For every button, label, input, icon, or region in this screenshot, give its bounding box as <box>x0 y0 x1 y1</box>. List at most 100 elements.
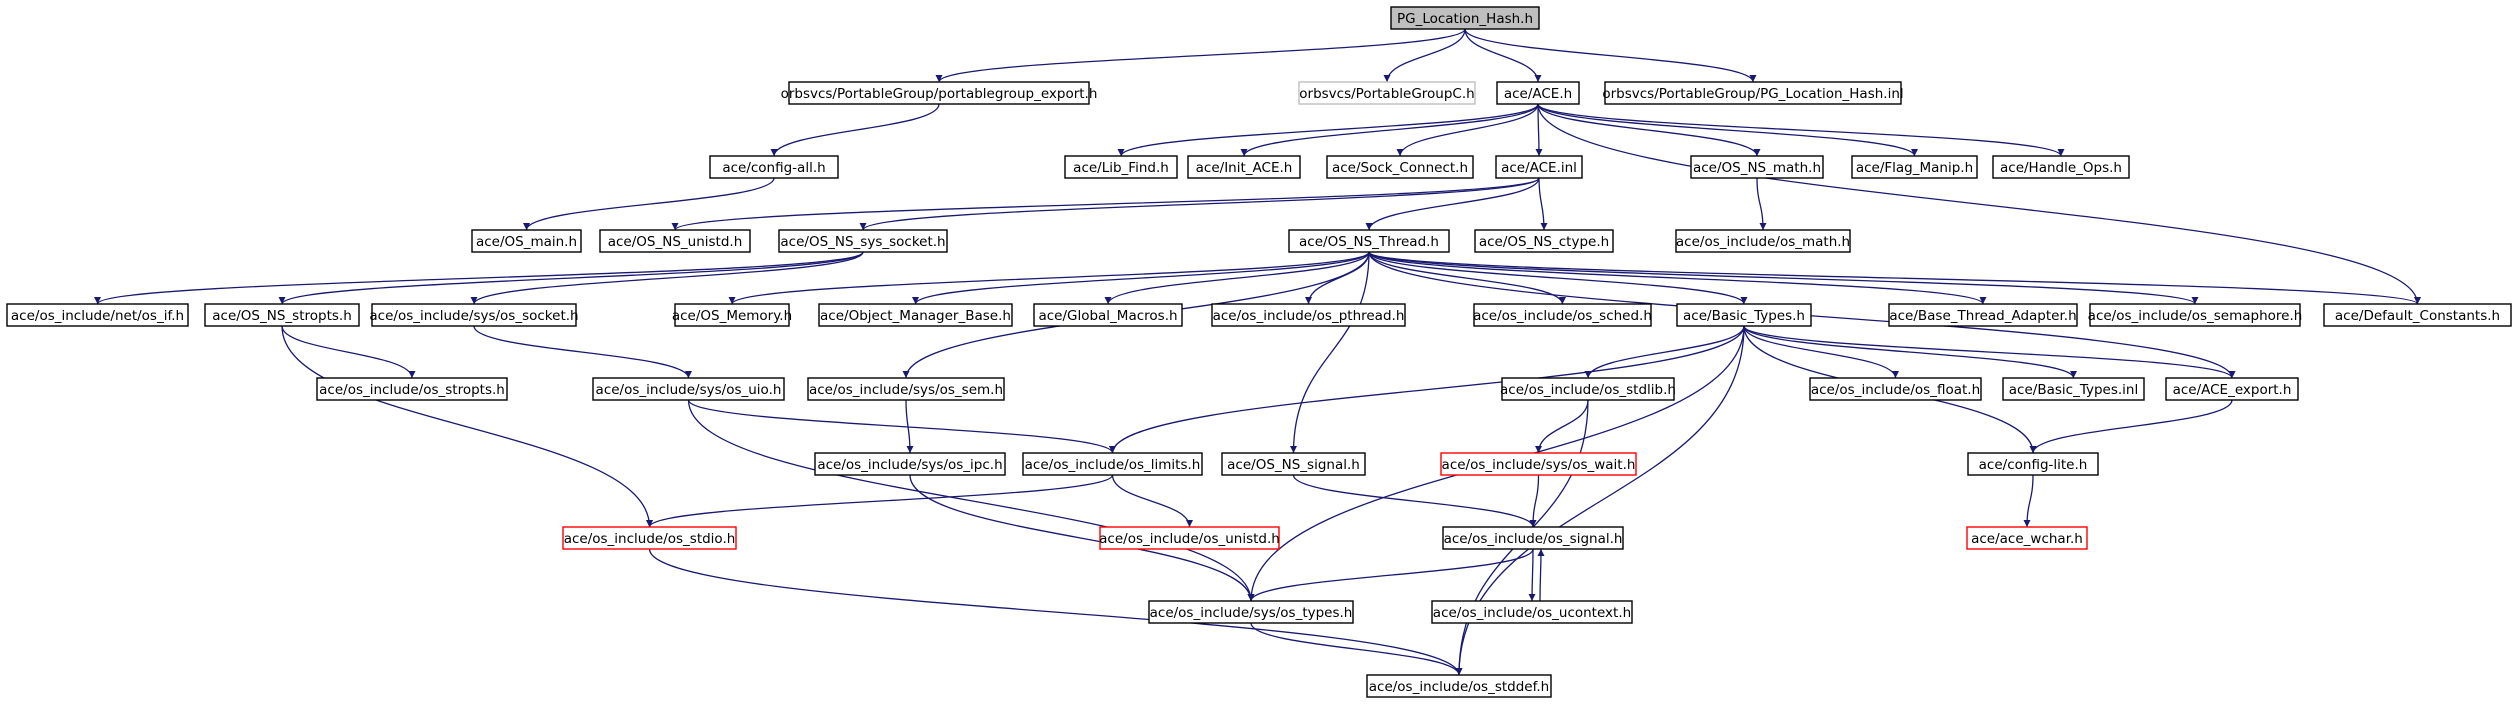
node-os-memory-h[interactable]: ace/OS_Memory.h <box>672 303 792 327</box>
node-label: ace/Default_Constants.h <box>2335 308 2500 324</box>
node-box <box>1966 526 2088 550</box>
dependency-edge <box>648 548 1463 676</box>
edge-os_ns_sys_socket_h-to-sys_os_socket_h <box>470 251 864 305</box>
edge-pg_location_hash_h-to-ace_h <box>1464 28 1542 83</box>
node-os-ns-signal-h[interactable]: ace/OS_NS_signal.h <box>1221 452 1366 476</box>
edge-os_ns_thread_h-to-os_pthread_h <box>1305 251 1370 305</box>
node-ace-export-h[interactable]: ace/ACE_export.h <box>2165 377 2299 401</box>
node-os-ns-sys-socket-h[interactable]: ace/OS_NS_sys_socket.h <box>778 229 948 253</box>
node-box <box>1442 526 1624 550</box>
node-ace-inl[interactable]: ace/ACE.inl <box>1495 155 1583 179</box>
node-box <box>1390 6 1540 30</box>
node-init-ace-h[interactable]: ace/Init_ACE.h <box>1187 155 1301 179</box>
dependency-edge <box>905 399 914 454</box>
node-sys-os-wait-h[interactable]: ace/os_include/sys/os_wait.h <box>1440 452 1637 476</box>
node-ace-wchar-h[interactable]: ace/ace_wchar.h <box>1966 526 2088 550</box>
node-ace-h[interactable]: ace/ACE.h <box>1496 81 1580 105</box>
node-box <box>1064 155 1178 179</box>
node-label: ace/Base_Thread_Adapter.h <box>1889 308 2076 324</box>
dependency-edge <box>728 251 1370 305</box>
node-label: ace/Init_ACE.h <box>1196 160 1293 176</box>
node-object-manager-base-h[interactable]: ace/Object_Manager_Base.h <box>818 303 1013 327</box>
dependency-edge <box>2023 474 2034 528</box>
edge-os_ns_thread_h-to-os_ns_signal_h <box>1290 251 1370 454</box>
node-config-lite-h[interactable]: ace/config-lite.h <box>1967 452 2099 476</box>
node-os-ns-stropts-h[interactable]: ace/OS_NS_stropts.h <box>204 303 360 327</box>
node-os-stdlib-h[interactable]: ace/os_include/os_stdlib.h <box>1500 377 1676 401</box>
edge-os_ns_thread_h-to-os_memory_h <box>728 251 1370 305</box>
node-config-all-h[interactable]: ace/config-all.h <box>709 155 839 179</box>
node-sys-os-ipc-h[interactable]: ace/os_include/sys/os_ipc.h <box>814 452 1006 476</box>
edge-os_ns_stropts_h-to-os_stropts_h <box>281 325 416 379</box>
node-os-stddef-h[interactable]: ace/os_include/os_stddef.h <box>1366 674 1552 698</box>
node-os-ns-thread-h[interactable]: ace/OS_NS_Thread.h <box>1288 229 1450 253</box>
edge-os_signal_h-to-os_ucontext_h <box>1528 548 1536 602</box>
node-box <box>1676 303 1812 327</box>
node-os-math-h[interactable]: ace/os_include/os_math.h <box>1675 229 1851 253</box>
node-basic-types-h[interactable]: ace/Basic_Types.h <box>1676 303 1812 327</box>
node-os-ns-math-h[interactable]: ace/OS_NS_math.h <box>1690 155 1824 179</box>
dependency-edge <box>770 103 940 157</box>
node-os-sched-h[interactable]: ace/os_include/os_sched.h <box>1473 303 1652 327</box>
node-label: ace/OS_NS_math.h <box>1693 160 1821 176</box>
node-os-pthread-h[interactable]: ace/os_include/os_pthread.h <box>1211 303 1406 327</box>
edge-ace_inl-to-os_ns_thread_h <box>1365 177 1540 231</box>
node-label: ace/os_include/sys/os_socket.h <box>369 308 578 324</box>
node-os-signal-h[interactable]: ace/os_include/os_signal.h <box>1442 526 1624 550</box>
dependency-edge <box>1528 548 1536 602</box>
dependency-edge <box>1743 325 2236 379</box>
node-os-float-h[interactable]: ace/os_include/os_float.h <box>1809 377 1982 401</box>
node-sys-os-types-h[interactable]: ace/os_include/sys/os_types.h <box>1148 600 1354 624</box>
node-portablegroup-export-h[interactable]: orbsvcs/PortableGroup/portablegroup_expo… <box>781 81 1098 105</box>
node-box <box>2002 377 2145 401</box>
node-box <box>1148 600 1354 624</box>
node-label: PG_Location_Hash.h <box>1397 11 1533 27</box>
edge-ace_export_h-to-config_lite_h <box>2029 399 2233 454</box>
edge-os_ns_thread_h-to-global_macros_h <box>1104 251 1370 305</box>
edge-os_ns_thread_h-to-basic_types_h <box>1368 251 1748 305</box>
node-os-semaphore-h[interactable]: ace/os_include/os_semaphore.h <box>2088 303 2303 327</box>
node-sys-os-sem-h[interactable]: ace/os_include/sys/os_sem.h <box>807 377 1005 401</box>
edge-os_signal_h-to-sys_os_types_h <box>1247 548 1534 602</box>
edge-pg_location_hash_h-to-portablegroupc_h <box>1383 28 1466 83</box>
edge-pg_location_hash_h-to-portablegroup_export_h <box>935 28 1466 83</box>
node-os-stdio-h[interactable]: ace/os_include/os_stdio.h <box>562 526 737 550</box>
dependency-edge <box>935 28 1466 83</box>
node-net-os-if-h[interactable]: ace/os_include/net/os_if.h <box>6 303 189 327</box>
edge-os_ns_thread_h-to-base_thread_adapter_h <box>1368 251 1987 305</box>
node-os-limits-h[interactable]: ace/os_include/os_limits.h <box>1022 452 1203 476</box>
node-os-unistd-h[interactable]: ace/os_include/os_unistd.h <box>1099 526 1280 550</box>
node-os-ns-ctype-h[interactable]: ace/OS_NS_ctype.h <box>1474 229 1614 253</box>
dependency-edge <box>1247 548 1534 602</box>
node-sys-os-socket-h[interactable]: ace/os_include/sys/os_socket.h <box>369 303 579 327</box>
node-box <box>1496 81 1580 105</box>
node-os-ns-unistd-h[interactable]: ace/OS_NS_unistd.h <box>599 229 751 253</box>
node-box <box>818 303 1013 327</box>
node-os-ucontext-h[interactable]: ace/os_include/os_ucontext.h <box>1431 600 1633 624</box>
dependency-edge <box>470 251 864 305</box>
node-default-constants-h[interactable]: ace/Default_Constants.h <box>2323 303 2512 327</box>
node-base-thread-adapter-h[interactable]: ace/Base_Thread_Adapter.h <box>1888 303 2078 327</box>
dependency-edge <box>1117 103 1539 157</box>
node-sock-connect-h[interactable]: ace/Sock_Connect.h <box>1326 155 1474 179</box>
node-sys-os-uio-h[interactable]: ace/os_include/sys/os_uio.h <box>592 377 785 401</box>
node-label: ace/OS_NS_signal.h <box>1227 457 1360 473</box>
dependency-edge <box>281 325 653 528</box>
dependency-edge <box>1368 251 2199 305</box>
dependency-edge <box>1368 251 1748 305</box>
node-os-main-h[interactable]: ace/OS_main.h <box>471 229 582 253</box>
edge-basic_types_h-to-os_float_h <box>1743 325 1899 379</box>
node-pg-location-hash-inl[interactable]: orbsvcs/PortableGroup/PG_Location_Hash.i… <box>1602 81 1904 105</box>
dependency-edge <box>1464 28 1757 83</box>
node-flag-manip-h[interactable]: ace/Flag_Manip.h <box>1851 155 1978 179</box>
node-os-stropts-h[interactable]: ace/os_include/os_stropts.h <box>316 377 508 401</box>
node-handle-ops-h[interactable]: ace/Handle_Ops.h <box>1992 155 2130 179</box>
edge-os_ns_stropts_h-to-os_stdio_h <box>281 325 653 528</box>
node-portablegroupc-h[interactable]: orbsvcs/PortableGroupC.h <box>1298 81 1476 105</box>
node-global-macros-h[interactable]: ace/Global_Macros.h <box>1033 303 1183 327</box>
node-lib-find-h[interactable]: ace/Lib_Find.h <box>1064 155 1178 179</box>
node-basic-types-inl[interactable]: ace/Basic_Types.inl <box>2002 377 2145 401</box>
node-box <box>1187 155 1301 179</box>
node-box <box>1604 81 1902 105</box>
dependency-edge <box>1368 251 1987 305</box>
